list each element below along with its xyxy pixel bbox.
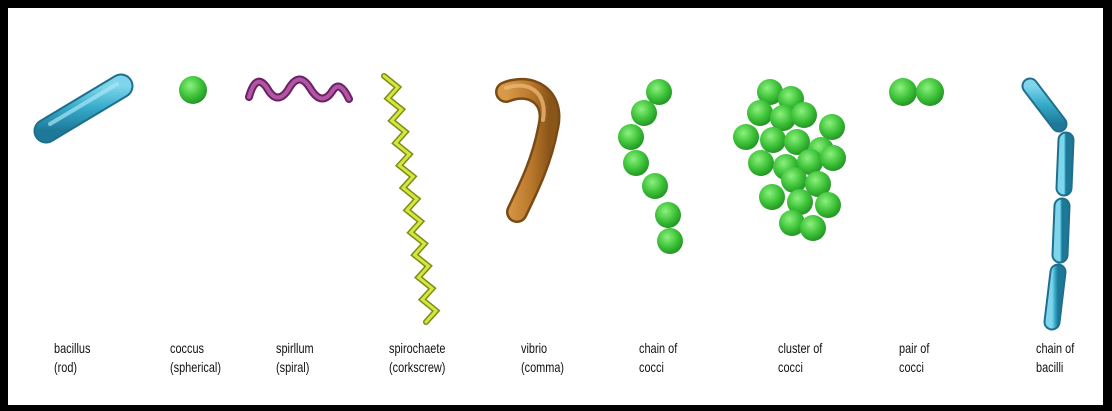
coccus-cell — [820, 145, 846, 171]
coccus-cell — [655, 202, 681, 228]
coccus-cell — [759, 184, 785, 210]
vibrio-comma-shape — [506, 86, 549, 212]
coccus-cell — [781, 167, 807, 193]
label-chain-of-cocci-line1: chain of — [639, 339, 677, 358]
label-spirochaete-line1: spirochaete — [389, 339, 445, 358]
label-cluster-of-cocci-line1: cluster of — [778, 339, 822, 358]
coccus-sphere-shape — [179, 76, 207, 104]
label-coccus-line1: coccus — [170, 339, 221, 358]
coccus-cell — [646, 79, 672, 105]
label-spirillum-line1: spirllum — [276, 339, 314, 358]
label-pair-of-cocci-line1: pair of — [899, 339, 929, 358]
label-bacillus: bacillus (rod) — [54, 339, 90, 377]
coccus-cell — [748, 150, 774, 176]
label-bacillus-line2: (rod) — [54, 358, 90, 377]
chain-of-bacilli-shape — [1030, 86, 1066, 322]
coccus-cell — [642, 173, 668, 199]
label-pair-of-cocci: pair of cocci — [899, 339, 929, 377]
label-pair-of-cocci-line2: cocci — [899, 358, 929, 377]
label-bacillus-line1: bacillus — [54, 339, 90, 358]
label-spirillum: spirllum (spiral) — [276, 339, 314, 377]
label-chain-of-bacilli-line2: bacilli — [1036, 358, 1074, 377]
label-vibrio-line2: (comma) — [521, 358, 564, 377]
coccus-cell — [800, 215, 826, 241]
bacillus-rod-shape — [46, 84, 121, 131]
label-spirochaete-line2: (corkscrew) — [389, 358, 445, 377]
label-coccus-line2: (spherical) — [170, 358, 221, 377]
pair-of-cocci-shape — [889, 78, 944, 106]
spirillum-spiral-shape — [249, 79, 349, 99]
coccus-cell — [760, 127, 786, 153]
label-chain-of-cocci-line2: cocci — [639, 358, 677, 377]
chain-of-cocci-shape — [618, 79, 683, 254]
label-chain-of-bacilli-line1: chain of — [1036, 339, 1074, 358]
coccus-cell — [815, 192, 841, 218]
coccus-cell — [631, 100, 657, 126]
coccus-cell — [747, 100, 773, 126]
label-coccus: coccus (spherical) — [170, 339, 221, 377]
cluster-of-cocci-shape — [733, 79, 846, 241]
coccus-cell — [623, 150, 649, 176]
label-chain-of-cocci: chain of cocci — [639, 339, 677, 377]
coccus-cell — [819, 114, 845, 140]
coccus-cell — [791, 102, 817, 128]
coccus-cell — [733, 124, 759, 150]
coccus-cell — [657, 228, 683, 254]
label-spirillum-line2: (spiral) — [276, 358, 314, 377]
label-cluster-of-cocci-line2: cocci — [778, 358, 822, 377]
label-spirochaete: spirochaete (corkscrew) — [389, 339, 445, 377]
label-cluster-of-cocci: cluster of cocci — [778, 339, 822, 377]
label-vibrio: vibrio (comma) — [521, 339, 564, 377]
label-vibrio-line1: vibrio — [521, 339, 564, 358]
label-chain-of-bacilli: chain of bacilli — [1036, 339, 1074, 377]
spirochaete-corkscrew-shape — [384, 76, 436, 322]
coccus-cell — [618, 124, 644, 150]
